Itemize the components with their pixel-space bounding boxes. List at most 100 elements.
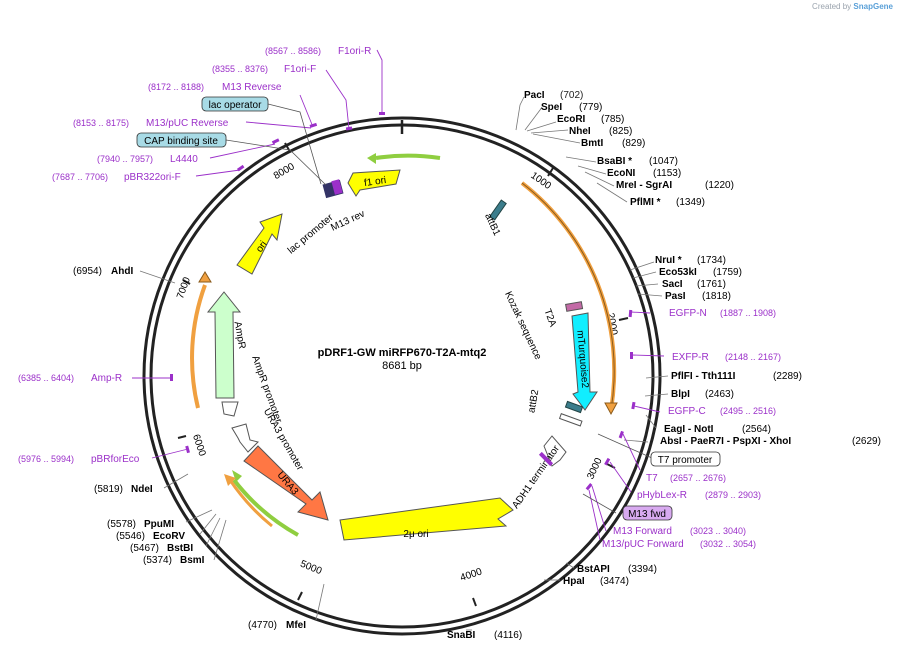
site-bmti: BmtI xyxy=(581,138,603,149)
site-hpai-pos: (3474) xyxy=(600,576,629,587)
plasmid-name: pDRF1-GW miRFP670-T2A-mtq2 xyxy=(318,347,487,359)
site-eco53ki-pos: (1759) xyxy=(713,267,742,278)
t2a-label: T2A xyxy=(541,307,558,328)
attb2-label: attB2 xyxy=(526,388,541,413)
site-pflmi-pos: (1349) xyxy=(676,197,705,208)
primer-m13puc-fwd: M13/pUC Forward xyxy=(602,539,684,550)
mturquoise2-feature[interactable] xyxy=(571,312,598,411)
green-arc-ura3 xyxy=(232,478,299,537)
site-mfei: MfeI xyxy=(286,620,306,631)
cap-site-label: CAP binding site xyxy=(144,136,218,147)
site-bsabi: BsaBI * xyxy=(597,156,632,167)
f1-ori-feature[interactable] xyxy=(347,169,401,197)
primer-egfpc-pos: (2495 .. 2516) xyxy=(720,406,776,416)
2mu-ori-feature[interactable] xyxy=(339,497,514,541)
t2a-feature xyxy=(565,301,584,312)
ampr-promoter-feature xyxy=(221,401,239,417)
site-spei-pos: (779) xyxy=(579,102,602,113)
primer-l4440: L4440 xyxy=(170,154,198,165)
snapgene-credit: Created by SnapGene xyxy=(812,2,893,11)
m13-fwd-label: M13 fwd xyxy=(628,509,666,520)
green-arrow-f1 xyxy=(367,153,376,164)
primer-ampr-pos: (6385 .. 6404) xyxy=(18,373,74,383)
ampr-feature[interactable] xyxy=(206,291,242,399)
site-pflfi-tth111i: PflFI - Tth111I xyxy=(671,371,736,382)
cap-site-box xyxy=(136,132,227,148)
site-ndei-pos: (5819) xyxy=(94,484,123,495)
site-pasi-pos: (1818) xyxy=(702,291,731,302)
plasmid-length: 8681 bp xyxy=(382,360,422,372)
site-eagi-pos: (2564) xyxy=(742,424,771,435)
primer-l4440-pos: (7940 .. 7957) xyxy=(97,154,153,164)
primer-f1orif-pos: (8355 .. 8376) xyxy=(212,64,268,74)
ori-feature[interactable] xyxy=(236,213,283,275)
site-spei: SpeI xyxy=(541,102,562,113)
site-paci: PacI xyxy=(524,90,545,101)
orange-arrow-ura3 xyxy=(224,474,236,486)
primer-m13puc-rev-pos: (8153 .. 8175) xyxy=(73,118,129,128)
primer-m13puc-rev: M13/pUC Reverse xyxy=(146,118,229,129)
attb1-feature xyxy=(489,199,507,221)
ura3-feature[interactable] xyxy=(243,445,329,521)
primer-phyblexr: pHybLex-R xyxy=(637,490,687,501)
primer-marks xyxy=(170,112,636,491)
m13-rev-label: M13 rev xyxy=(329,209,366,234)
site-ndei: NdeI xyxy=(131,484,153,495)
backbone-outer xyxy=(142,116,662,636)
attb2-feature xyxy=(564,400,584,414)
site-eco53ki: Eco53kI xyxy=(659,267,697,278)
site-snabi-pos: (4116) xyxy=(494,630,522,641)
primer-phyblexr-pos: (2879 .. 2903) xyxy=(705,490,761,500)
tick-5000: 5000 xyxy=(298,559,323,578)
primer-egfpn: EGFP-N xyxy=(669,308,707,319)
primer-t7-pos: (2657 .. 2676) xyxy=(670,473,726,483)
primer-pbrforeco: pBRforEco xyxy=(91,454,140,465)
site-nhei: NheI xyxy=(569,126,591,137)
primer-f1orif: F1ori-F xyxy=(284,64,316,75)
site-paci-pos: (702) xyxy=(560,90,583,101)
site-pflmi: PflMI * xyxy=(630,197,661,208)
primer-m13fwd: M13 Forward xyxy=(613,526,672,537)
primer-t7: T7 xyxy=(646,473,658,484)
primer-pbr322-pos: (7687 .. 7706) xyxy=(52,172,108,182)
tick-7000: 7000 xyxy=(175,275,193,300)
site-ecori: EcoRI xyxy=(557,114,586,125)
primer-pbrforeco-pos: (5976 .. 5994) xyxy=(18,454,74,464)
box-leaders xyxy=(225,103,653,514)
site-bsmi-pos: (5374) xyxy=(143,555,172,566)
site-ecorv-pos: (5546) xyxy=(116,531,145,542)
site-bstapi-pos: (3394) xyxy=(628,564,657,575)
site-mrei-sgrai: MreI - SgrAI xyxy=(616,180,672,191)
tick-3000: 3000 xyxy=(585,456,605,481)
site-snabi: SnaBI xyxy=(447,630,476,641)
t7-promoter-label: T7 promoter xyxy=(658,455,713,466)
adh1-label: ADH1 terminator xyxy=(510,443,562,511)
lac-operator-feature xyxy=(331,179,343,195)
orange-arc-right-edge xyxy=(521,182,615,411)
f1-ori-label: f1 ori xyxy=(363,175,387,189)
m13-fwd-box xyxy=(622,505,673,521)
orange-arc-right xyxy=(520,181,617,411)
primer-m13puc-fwd-pos: (3032 .. 3054) xyxy=(700,539,756,549)
mturquoise2-label: mTurquoise2 xyxy=(574,330,590,389)
site-ahdi: AhdI xyxy=(111,266,133,277)
site-ecorv: EcoRV xyxy=(153,531,185,542)
site-ahdi-pos: (6954) xyxy=(73,266,102,277)
tick-8000: 8000 xyxy=(272,161,297,182)
site-blpi-pos: (2463) xyxy=(705,389,734,400)
site-bstbi-pos: (5467) xyxy=(130,543,159,554)
site-mfei-pos: (4770) xyxy=(248,620,277,631)
lac-operator-box xyxy=(201,96,269,112)
orange-arc-ura3 xyxy=(228,479,273,528)
site-econi-pos: (1153) xyxy=(653,168,681,179)
site-saci-pos: (1761) xyxy=(697,279,726,290)
site-mrei-pos: (1220) xyxy=(705,180,734,191)
site-econi: EcoNI xyxy=(607,168,636,179)
site-leaders-right xyxy=(139,96,669,631)
primer-exfpr: EXFP-R xyxy=(672,352,709,363)
primer-f1orir-pos: (8567 .. 8586) xyxy=(265,46,321,56)
primer-m13fwd-pos: (3023 .. 3040) xyxy=(690,526,746,536)
primer-m13rev: M13 Reverse xyxy=(222,82,282,93)
orange-arrow-left xyxy=(198,271,212,283)
